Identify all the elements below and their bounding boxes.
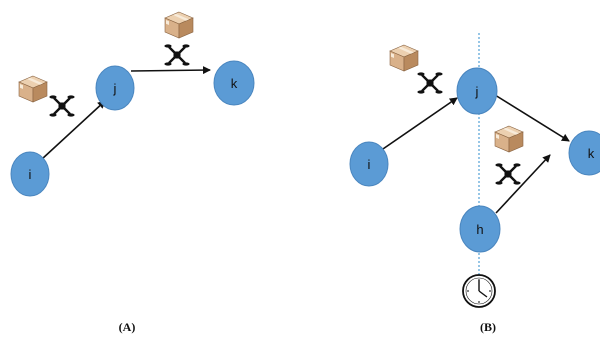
package-icon (18, 75, 48, 103)
node-i-label: i (368, 157, 371, 172)
edge-j-k (130, 66, 211, 75)
clock-icon (462, 274, 496, 308)
panel-a: i j k (A) (10, 11, 255, 334)
edge-h-k (495, 154, 551, 214)
drone-icon (494, 162, 522, 186)
node-j: j (95, 65, 135, 111)
edge-i-j (379, 97, 458, 152)
edge-j-k (494, 94, 570, 142)
node-h: h (459, 205, 501, 253)
node-j-label: j (113, 81, 117, 96)
node-h-label: h (476, 222, 483, 237)
node-i: i (10, 151, 50, 197)
panel-b-caption: (B) (480, 320, 496, 334)
node-i-label: i (29, 167, 32, 182)
package-icon (164, 11, 194, 39)
drone-icon (416, 71, 444, 95)
node-i: i (349, 141, 389, 187)
panel-b: i j k h (B) (349, 33, 600, 334)
package-icon (494, 125, 524, 153)
node-k: k (213, 60, 255, 106)
node-j-label: j (475, 84, 479, 99)
node-k: k (568, 130, 600, 176)
edge-i-j (41, 100, 106, 160)
node-k-label: k (588, 146, 595, 161)
panel-a-caption: (A) (119, 320, 136, 334)
drone-icon (163, 43, 191, 67)
node-j: j (456, 67, 498, 115)
drone-icon (48, 94, 76, 118)
package-icon (389, 44, 419, 72)
node-k-label: k (231, 76, 238, 91)
